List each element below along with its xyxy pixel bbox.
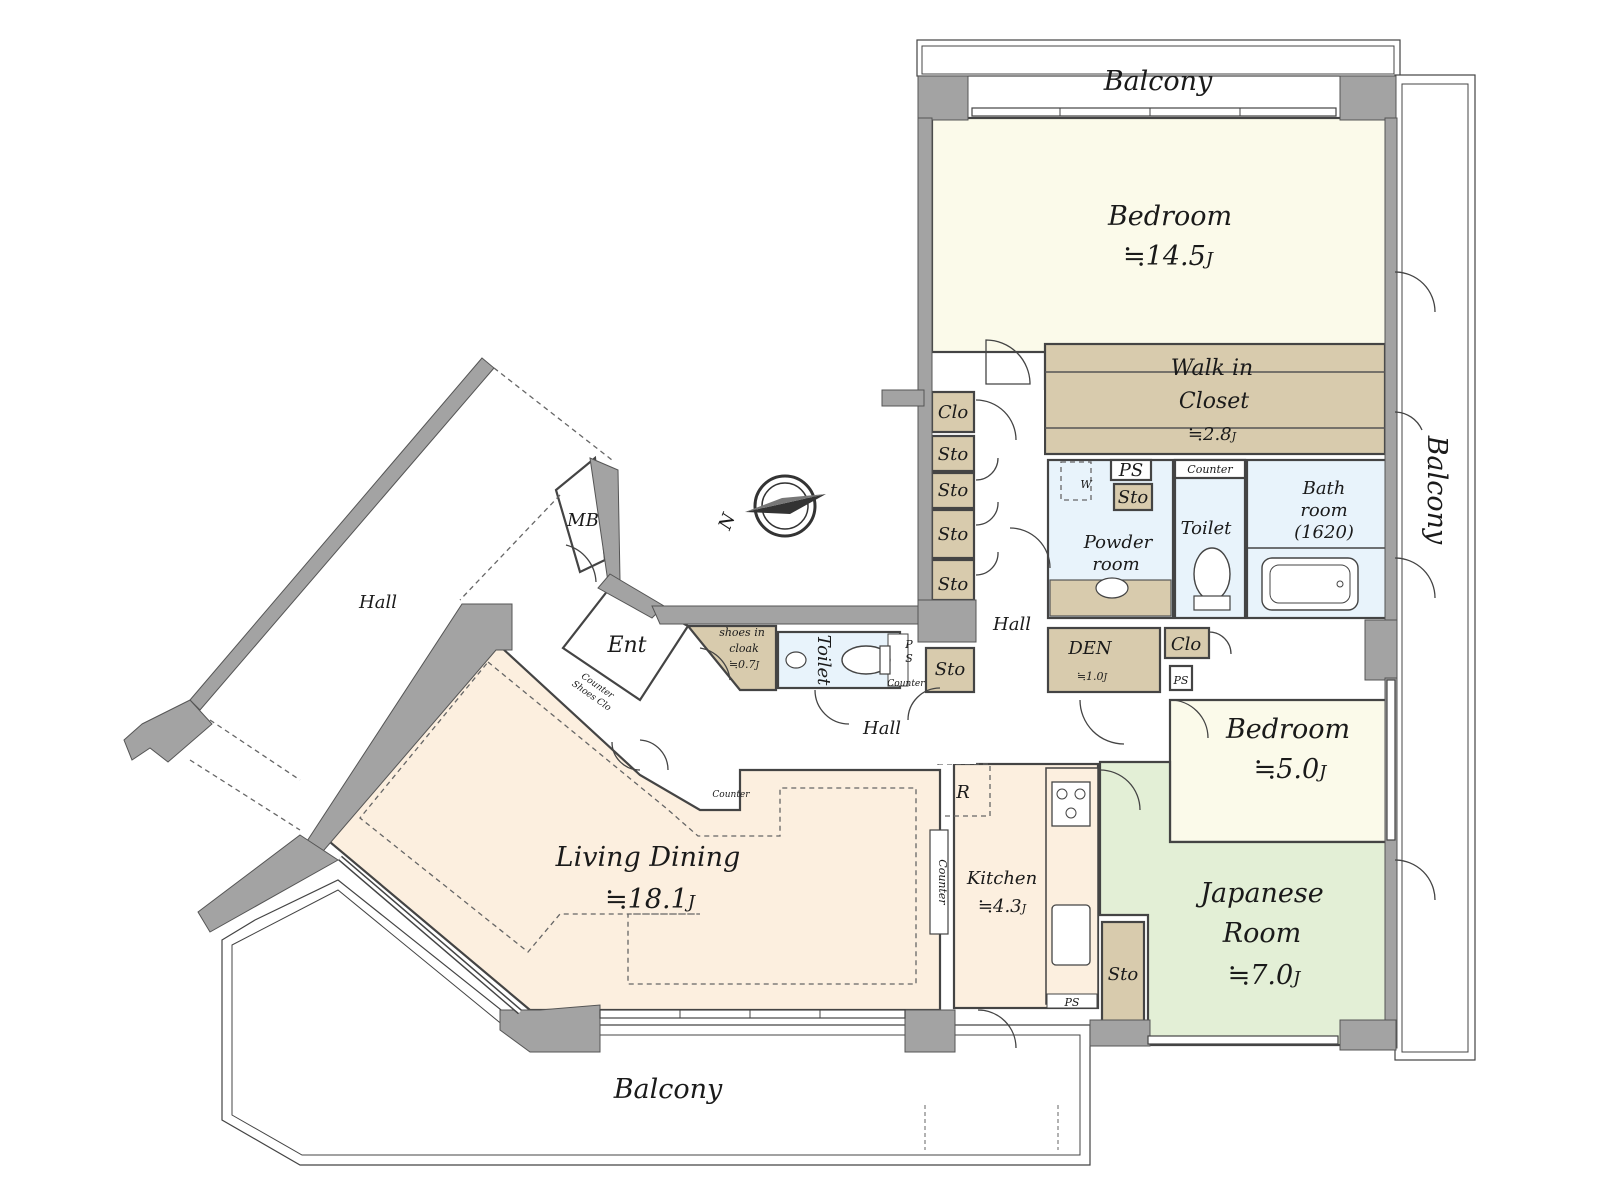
walkin-label-2: Closet bbox=[1179, 389, 1249, 414]
balcony-outlines bbox=[221, 39, 1476, 1166]
japanese-label-2: Room bbox=[1222, 918, 1301, 949]
hall-mid-label: Hall bbox=[992, 614, 1031, 635]
ps-1-label: PS bbox=[1118, 460, 1143, 481]
balcony-right-label: Balcony bbox=[1421, 435, 1452, 545]
toilet-2-label: Toilet bbox=[813, 635, 834, 687]
balcony-bottom-label: Balcony bbox=[613, 1074, 723, 1105]
clo-1-label: Clo bbox=[938, 402, 969, 423]
svg-text:≒7.0J: ≒7.0J bbox=[1228, 960, 1303, 991]
sto-4-label: Sto bbox=[938, 574, 969, 595]
shoes-size: ≒0.7 bbox=[729, 658, 756, 671]
svg-text:≒4.3J: ≒4.3J bbox=[978, 896, 1027, 917]
compass: N bbox=[714, 474, 826, 538]
sto-7-label: Sto bbox=[1108, 964, 1139, 985]
powder-label-1: Powder bbox=[1083, 532, 1154, 553]
japanese-label-1: Japanese bbox=[1195, 878, 1324, 909]
walkin-closet-area bbox=[1043, 342, 1387, 456]
counter-3-label: Counter bbox=[712, 790, 750, 800]
clo-area bbox=[930, 390, 976, 434]
hall-bottom-label: Hall bbox=[862, 718, 901, 739]
walkin-label-1: Walk in bbox=[1171, 356, 1253, 381]
bedroom-main-size: ≒14.5 bbox=[1123, 241, 1206, 272]
japanese-size: ≒7.0 bbox=[1228, 960, 1294, 991]
doors bbox=[565, 271, 1436, 1049]
shoes-label-1: shoes in bbox=[719, 626, 765, 639]
mb-label: MB bbox=[566, 510, 599, 531]
bath-label-3: (1620) bbox=[1294, 522, 1354, 543]
ps-2-label: P bbox=[904, 638, 913, 651]
ps-2b-label: S bbox=[905, 652, 913, 665]
bath-label-2: room bbox=[1300, 500, 1347, 521]
sto-5-label: Sto bbox=[935, 659, 966, 680]
w-label: W bbox=[1080, 478, 1093, 491]
sto-3-label: Sto bbox=[938, 524, 969, 545]
den-label: DEN bbox=[1067, 638, 1113, 659]
r-label: R bbox=[955, 782, 970, 803]
clo-2-label: Clo bbox=[1171, 634, 1202, 655]
sto-1-label: Sto bbox=[938, 444, 969, 465]
living-size: ≒18.1 bbox=[605, 884, 688, 915]
bedroom-main-label: Bedroom bbox=[1107, 201, 1232, 232]
den-size: ≒1.0 bbox=[1077, 670, 1104, 683]
svg-text:≒18.1J: ≒18.1J bbox=[605, 884, 697, 915]
svg-text:≒2.8J: ≒2.8J bbox=[1188, 424, 1237, 445]
svg-text:≒0.7J: ≒0.7J bbox=[729, 658, 761, 671]
powder-label-2: room bbox=[1092, 554, 1139, 575]
svg-text:≒1.0J: ≒1.0J bbox=[1077, 670, 1109, 683]
hall-left-label: Hall bbox=[358, 592, 397, 613]
bedroom-main-area bbox=[930, 116, 1396, 354]
compass-n-label: N bbox=[714, 509, 740, 534]
den-area bbox=[1046, 626, 1162, 694]
svg-text:≒14.5J: ≒14.5J bbox=[1123, 241, 1215, 272]
balcony-top-label: Balcony bbox=[1103, 66, 1213, 97]
counter-2-label: Counter bbox=[887, 679, 925, 689]
walkin-size: ≒2.8 bbox=[1188, 424, 1232, 445]
hall-corridor bbox=[976, 390, 1044, 760]
toilet-1-label: Toilet bbox=[1181, 518, 1233, 539]
windows bbox=[338, 107, 1396, 1045]
kitchen-label: Kitchen bbox=[966, 868, 1037, 889]
sto-2-label: Sto bbox=[938, 480, 969, 501]
walls bbox=[123, 75, 1398, 1053]
ent-label: Ent bbox=[606, 633, 646, 658]
shoes-label-2: cloak bbox=[729, 642, 759, 655]
ps-3-label: PS bbox=[1173, 674, 1189, 687]
bedroom-small-size: ≒5.0 bbox=[1254, 754, 1320, 785]
sto-6-label: Sto bbox=[1118, 487, 1149, 508]
counter-1-label: Counter bbox=[1187, 463, 1233, 476]
bedroom-small-label: Bedroom bbox=[1225, 714, 1350, 745]
ps-4-label: PS bbox=[1064, 996, 1080, 1009]
living-dining-area bbox=[316, 646, 942, 1012]
living-dining-label: Living Dining bbox=[555, 842, 741, 873]
kitchen-size: ≒4.3 bbox=[978, 896, 1022, 917]
svg-text:≒5.0J: ≒5.0J bbox=[1254, 754, 1329, 785]
counter-4-label: Counter bbox=[936, 859, 949, 905]
bath-label-1: Bath bbox=[1302, 478, 1346, 499]
